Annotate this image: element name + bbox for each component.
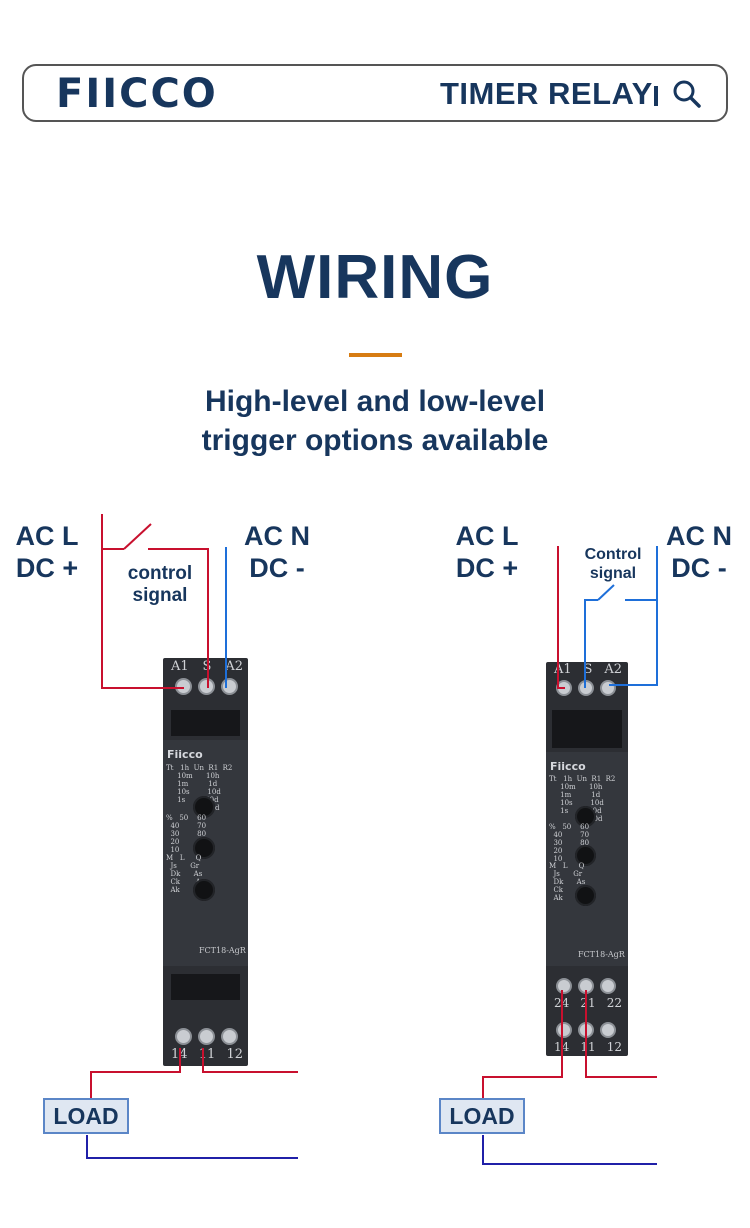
terminal-21: 21	[580, 996, 596, 1010]
right-wire-output	[585, 990, 657, 1078]
device-model: FCT18-AgR	[578, 950, 625, 959]
terminal-a2: A2	[604, 662, 622, 677]
right-control-word: Control	[584, 546, 642, 563]
device-model: FCT18-AgR	[199, 946, 246, 955]
top-window	[171, 710, 240, 736]
terminal-a2: A2	[225, 659, 243, 674]
screw-12	[600, 1022, 616, 1038]
front-panel: Fiicco Tt 1h Un R1 R2 10m 10h 1m 1d 10s …	[546, 752, 628, 966]
header-bar: FIICCO TIMER RELAY	[22, 64, 728, 122]
subtitle-line-1: High-level and low-level	[204, 385, 546, 418]
screw-14	[556, 1022, 572, 1038]
relay-left: A1 S A2 Fiicco Tt 1h Un R1 R2 10m 10h 1m…	[163, 658, 248, 1066]
right-supply-plus-label: AC L DC +	[452, 520, 522, 584]
search-icon[interactable]	[672, 79, 702, 109]
left-switch-blade	[123, 523, 152, 550]
right-wire-supply-minus	[609, 546, 658, 686]
screw-24	[556, 978, 572, 994]
terminal-a1: A1	[171, 659, 189, 674]
device-brand: Fiicco	[167, 748, 203, 761]
screw-a1	[175, 678, 192, 695]
left-control-word: control	[127, 563, 193, 584]
right-supply-minus-label: AC N DC -	[664, 520, 734, 584]
terminal-s: S	[583, 662, 593, 677]
right-dc-plus: DC +	[455, 553, 519, 583]
terminal-12: 12	[606, 1040, 622, 1054]
bottom-window	[171, 974, 240, 1000]
percent-knob[interactable]	[575, 845, 596, 866]
mode-knob[interactable]	[575, 885, 596, 906]
left-wire-supply-plus	[101, 514, 184, 689]
title-accent-bar	[349, 353, 402, 357]
terminal-11: 11	[580, 1040, 596, 1054]
left-ac-l: AC L	[15, 521, 79, 551]
product-category[interactable]: TIMER RELAY	[440, 76, 653, 111]
right-signal-word: signal	[589, 565, 637, 582]
left-load-box: LOAD	[43, 1098, 129, 1134]
front-panel: Fiicco Tt 1h Un R1 R2 10m 10h 1m 1d 10s …	[163, 740, 248, 966]
screw-12	[221, 1028, 238, 1045]
percent-knob[interactable]	[193, 837, 215, 859]
right-wire-signal-s	[584, 599, 598, 688]
left-dc-minus: DC -	[249, 553, 305, 583]
top-window	[552, 710, 622, 748]
left-supply-plus-label: AC L DC +	[14, 520, 80, 584]
terminal-12: 12	[226, 1047, 243, 1062]
time-knob[interactable]	[575, 806, 596, 827]
screw-22	[600, 978, 616, 994]
time-knob[interactable]	[193, 796, 215, 818]
right-wire-load-neutral	[482, 1135, 657, 1165]
brand-logo[interactable]: FIICCO	[56, 71, 218, 117]
device-brand: Fiicco	[550, 760, 586, 773]
left-wire-load-neutral	[86, 1135, 298, 1159]
screw-11	[198, 1028, 215, 1045]
right-wire-load-live	[482, 990, 563, 1098]
right-load-box: LOAD	[439, 1098, 525, 1134]
mode-knob[interactable]	[193, 879, 215, 901]
terminal-22: 22	[606, 996, 622, 1010]
page-subtitle: High-level and low-level trigger options…	[150, 382, 600, 460]
left-wire-output	[202, 1048, 298, 1073]
left-signal-word: signal	[132, 585, 188, 606]
left-control-signal-label: control signal	[120, 563, 200, 607]
header-divider	[654, 86, 658, 106]
right-switch-blade	[597, 584, 615, 601]
right-control-signal-label: Control signal	[578, 545, 648, 583]
right-dc-minus: DC -	[671, 553, 727, 583]
page-title: WIRING	[256, 243, 494, 312]
screw-s	[198, 678, 215, 695]
time-scale: Tt 1h Un R1 R2 10m 10h 1m 1d 10s 10d 1s …	[166, 764, 233, 812]
right-ac-n: AC N	[666, 521, 732, 551]
subtitle-line-2: trigger options available	[201, 424, 549, 457]
right-wire-supply-plus	[557, 546, 565, 689]
screw-14	[175, 1028, 192, 1045]
left-wire-switch-out	[148, 548, 209, 688]
right-ac-l: AC L	[455, 521, 519, 551]
left-supply-minus-label: AC N DC -	[242, 520, 312, 584]
left-ac-n: AC N	[244, 521, 310, 551]
left-wire-load-live	[90, 1048, 181, 1098]
left-dc-plus: DC +	[15, 553, 79, 583]
